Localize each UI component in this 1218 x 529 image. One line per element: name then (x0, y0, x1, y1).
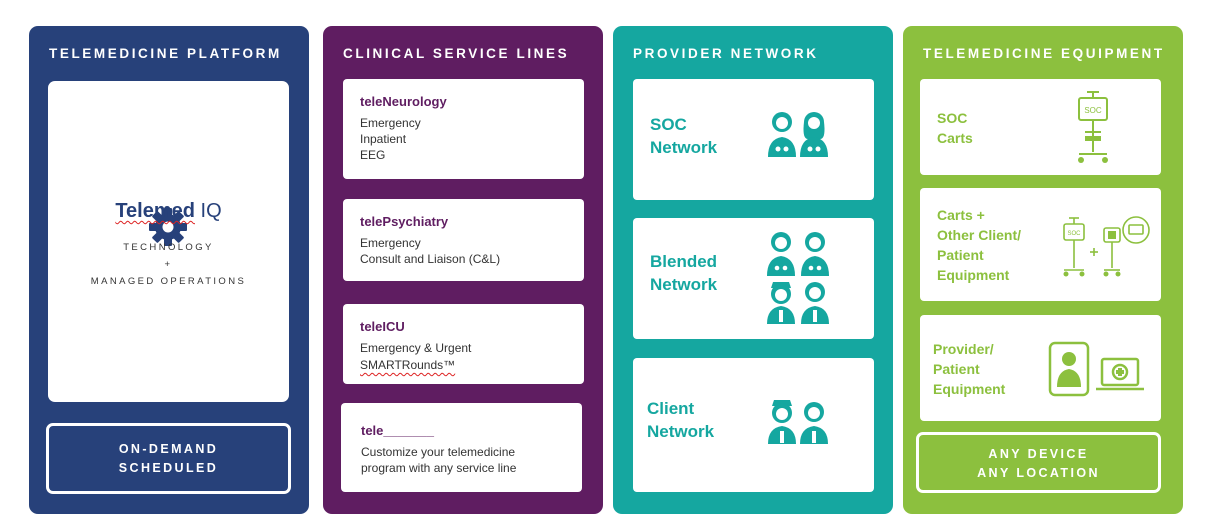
equipment-card-carts-other: Carts + Other Client/ Patient Equipment (920, 188, 1161, 301)
brand-suffix: IQ (200, 200, 222, 222)
network-card-soc: SOC Network (633, 79, 874, 200)
service-detail: Emergency (360, 116, 421, 130)
scheduled-label: SCHEDULED (118, 461, 219, 475)
any-device-label: ANY DEVICE (988, 447, 1089, 461)
equipment-label: Provider/ Patient Equipment (933, 341, 1006, 397)
tagline-technology: TECHNOLOGY (123, 242, 214, 253)
service-details: Customize your telemedicine program with… (361, 444, 516, 476)
cart-screen-label: SOC (1084, 106, 1102, 115)
network-card-client: Client Network (633, 358, 874, 492)
cart-screen-label: SOC (1067, 231, 1081, 237)
network-label: Client Network (647, 399, 715, 441)
service-details: Emergency Consult and Liaison (C&L) (360, 235, 500, 267)
any-device-location-box: ANY DEVICE ANY LOCATION (916, 432, 1161, 493)
service-name: telePsychiatry (360, 214, 449, 229)
equipment-label: Carts + Other Client/ Patient Equipment (937, 207, 1022, 283)
nurse-and-doctor-icon (768, 400, 828, 444)
equipment-card-provider-patient: Provider/ Patient Equipment (920, 315, 1161, 421)
doctors-icon (768, 112, 828, 157)
service-name: teleICU (360, 319, 405, 334)
provider-title: PROVIDER NETWORK (633, 46, 819, 61)
service-detail: program with any service line (361, 461, 517, 475)
service-card-psychiatry: telePsychiatry Emergency Consult and Lia… (343, 199, 584, 281)
equipment-label: SOC Carts (937, 110, 973, 146)
service-detail: Emergency & Urgent (360, 341, 472, 355)
any-location-label: ANY LOCATION (977, 466, 1100, 480)
equipment-column: TELEMEDICINE EQUIPMENT SOC Carts SOC (903, 26, 1183, 514)
soc-cart-icon: SOC (1078, 91, 1108, 163)
brand-name: Telemed (115, 200, 195, 222)
platform-title: TELEMEDICINE PLATFORM (49, 46, 282, 61)
carts-and-devices-icon: SOC (1063, 216, 1150, 277)
clinical-title: CLINICAL SERVICE LINES (343, 46, 570, 61)
equipment-title: TELEMEDICINE EQUIPMENT (923, 46, 1165, 61)
doctors-and-nurses-icon (767, 232, 829, 324)
service-card-neurology: teleNeurology Emergency Inpatient EEG (343, 79, 584, 179)
network-card-blended: Blended Network (633, 218, 874, 339)
service-detail: Inpatient (360, 132, 407, 146)
on-demand-label: ON-DEMAND (118, 442, 219, 456)
provider-column: PROVIDER NETWORK SOC Network (613, 26, 893, 514)
equipment-card-soc-carts: SOC Carts SOC (920, 79, 1161, 175)
tablet-and-laptop-icon (1048, 341, 1144, 397)
network-label: SOC Network (650, 115, 718, 157)
clinical-column: CLINICAL SERVICE LINES teleNeurology Eme… (323, 26, 603, 514)
service-detail: SMARTRounds™ (360, 358, 456, 372)
tagline-managed-operations: MANAGED OPERATIONS (90, 276, 247, 287)
service-detail: Customize your telemedicine (361, 445, 516, 459)
service-card-icu: teleICU Emergency & Urgent SMARTRounds™ (343, 304, 584, 384)
on-demand-scheduled-box: ON-DEMAND SCHEDULED (46, 423, 291, 494)
network-label: Blended Network (650, 252, 718, 294)
service-details: Emergency Inpatient EEG (360, 115, 421, 163)
service-detail: EEG (360, 148, 386, 162)
platform-column: TELEMEDICINE PLATFORM Telemed IQ TECHNOL… (29, 26, 309, 514)
service-detail: Consult and Liaison (C&L) (360, 252, 501, 266)
platform-card: Telemed IQ TECHNOLOGY + MANAGED OPERATIO… (48, 81, 289, 402)
brand-logo: Telemed IQ (48, 200, 289, 223)
service-detail: Emergency (360, 236, 421, 250)
service-name: teleNeurology (360, 94, 447, 109)
service-card-custom: tele_______ Customize your telemedicine … (341, 403, 582, 492)
service-details: Emergency & Urgent SMARTRounds™ (360, 340, 471, 374)
service-name: tele_______ (361, 423, 435, 438)
tagline-plus: + (164, 259, 173, 270)
gear-icon (149, 208, 187, 246)
platform-tagline: TECHNOLOGY + MANAGED OPERATIONS (48, 239, 289, 290)
